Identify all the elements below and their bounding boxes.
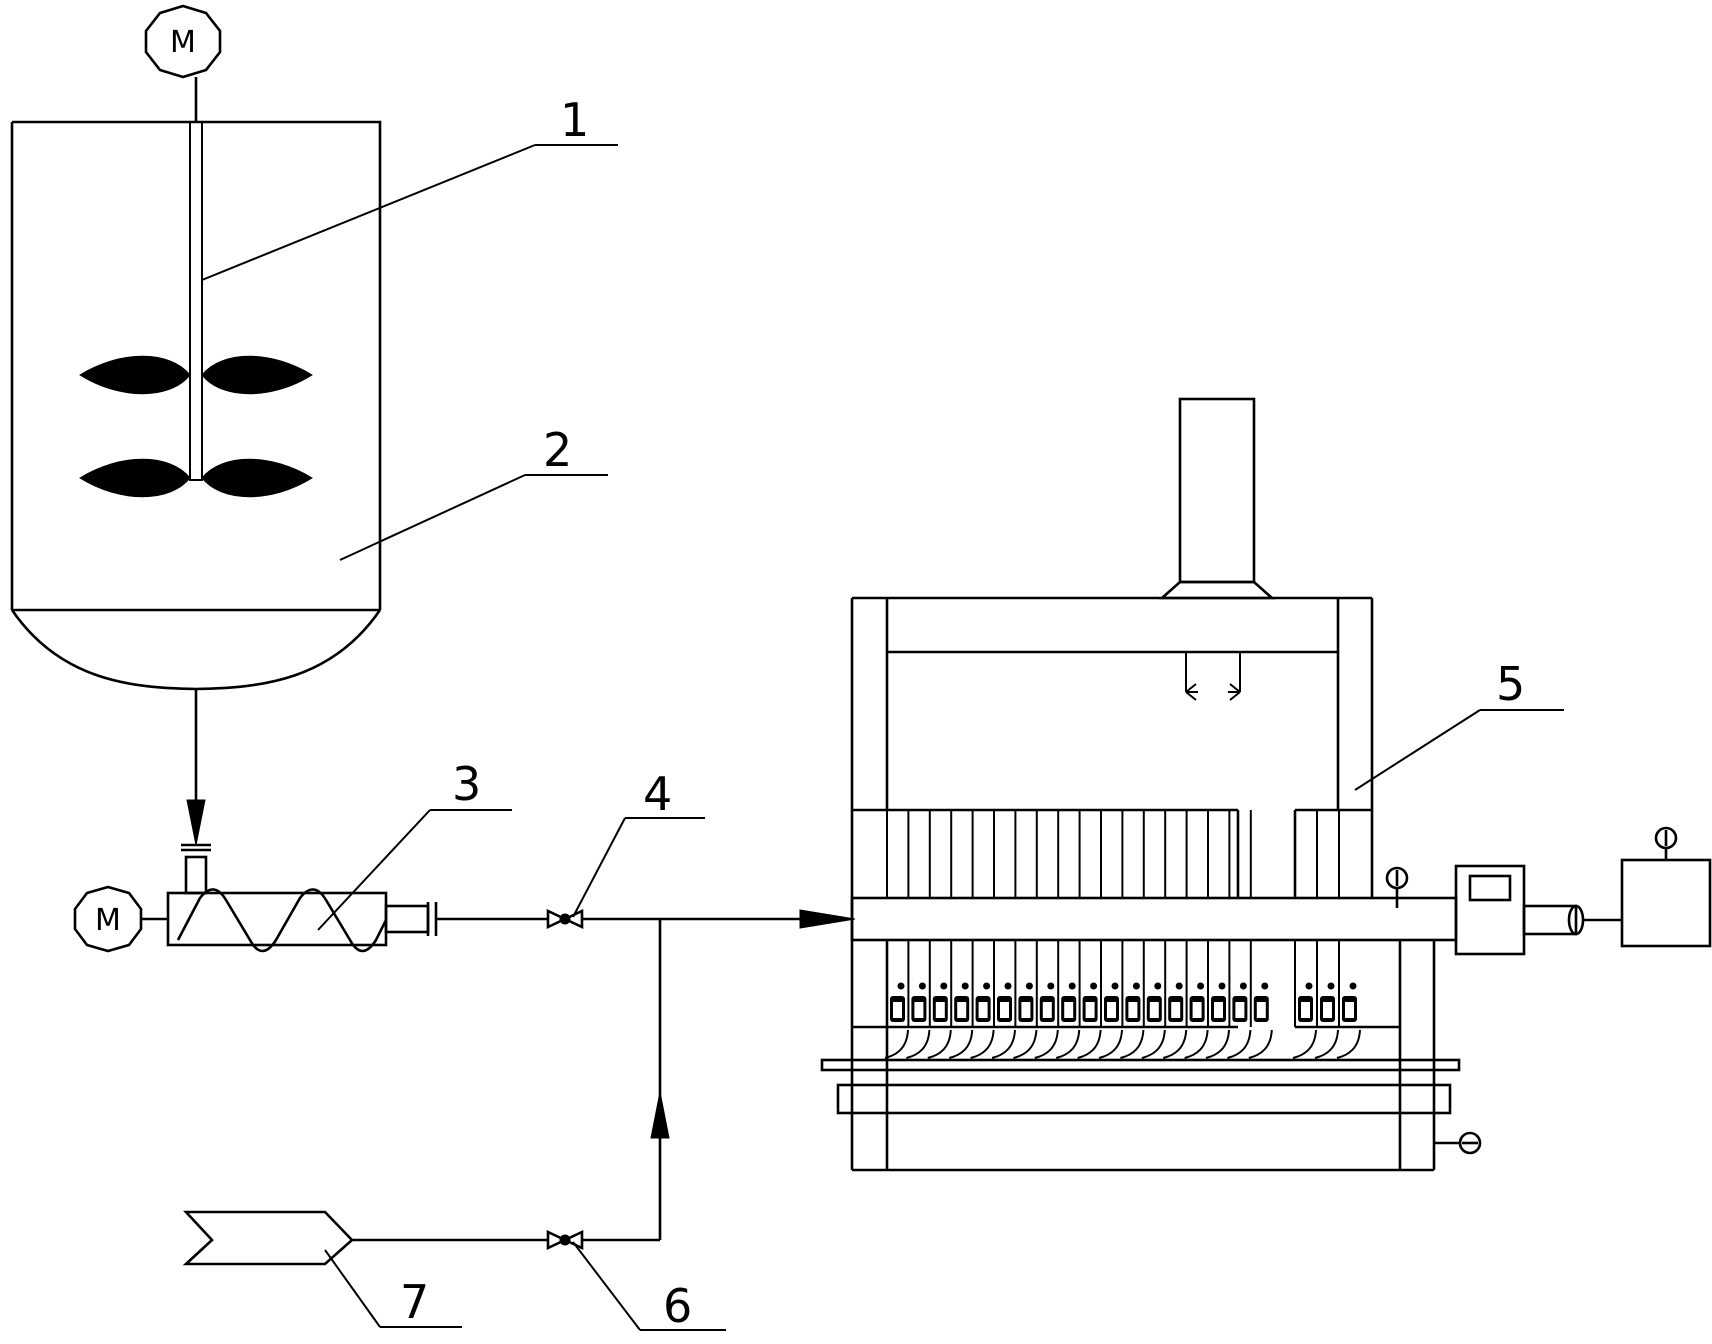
side-motor-icon: M: [73, 885, 143, 953]
label-2: 2: [543, 423, 572, 477]
svg-text:M: M: [95, 903, 121, 938]
source-symbol: [182, 1210, 354, 1266]
mixing-tank: M: [10, 4, 382, 846]
impeller-lower: [79, 458, 313, 498]
label-6: 6: [663, 1279, 692, 1333]
label-7: 7: [400, 1275, 429, 1329]
top-motor-icon: M: [144, 4, 222, 79]
label-5: 5: [1496, 657, 1525, 711]
valve-4-icon: [546, 908, 584, 930]
pressure-gauge-icon: [1385, 866, 1409, 908]
label-1: 1: [560, 93, 589, 147]
impeller-upper: [79, 355, 313, 395]
screw-conveyor: M: [73, 843, 438, 953]
feed-line: [182, 908, 856, 1266]
drain-valve-icon: [1434, 1131, 1482, 1155]
label-4: 4: [643, 767, 672, 821]
label-3: 3: [452, 757, 481, 811]
spray-nozzles: [1185, 652, 1241, 701]
hydraulic-control-box: [1454, 826, 1712, 956]
filter-plates-top: [886, 810, 1340, 898]
leader-lines: [201, 144, 1564, 1331]
filter-press: [820, 397, 1712, 1172]
svg-text:M: M: [170, 25, 196, 60]
filter-plates-bottom: [884, 940, 1361, 1059]
